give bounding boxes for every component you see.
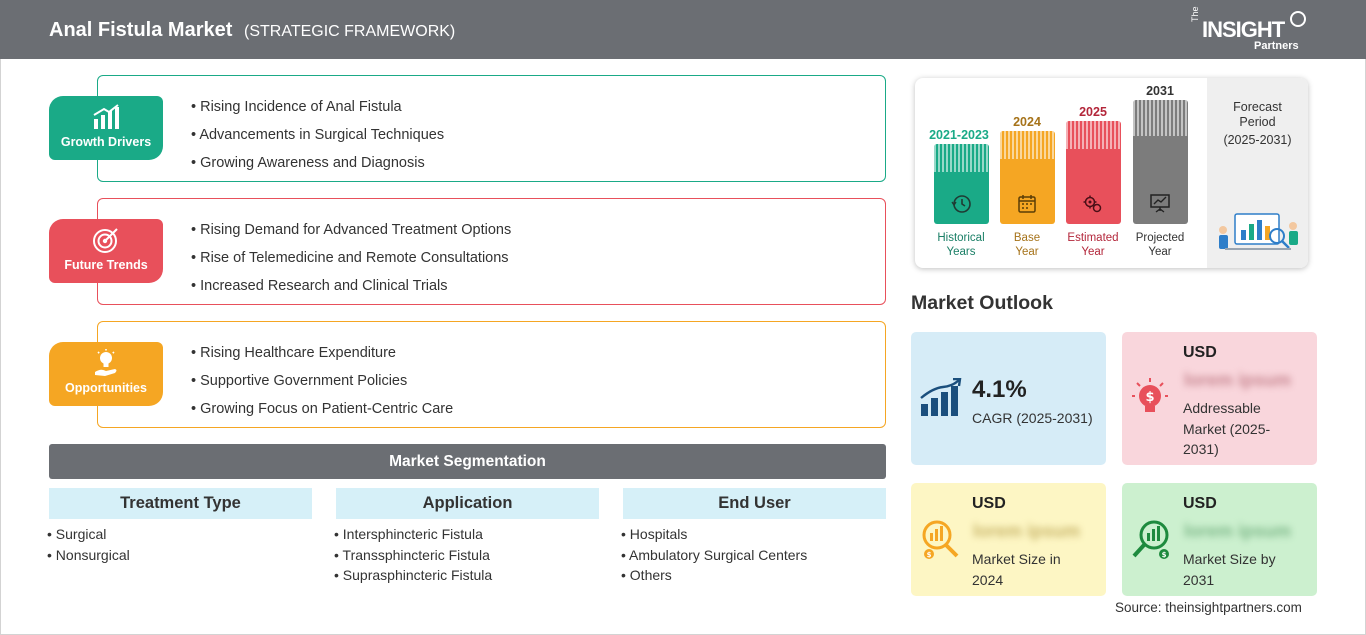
- segment-list-application: Intersphincteric Fistula Transsphincteri…: [334, 524, 493, 586]
- future-trends-badge: Future Trends: [49, 219, 163, 283]
- logo-ring-icon: [1290, 11, 1306, 27]
- segment-list-treatment-type: Surgical Nonsurgical: [47, 524, 130, 565]
- timeline-label-historical-1: Historical: [937, 232, 985, 244]
- timeline-year-historical: 2021-2023: [929, 128, 989, 142]
- list-item: Hospitals: [621, 524, 807, 545]
- header-bar: Anal Fistula Market (STRATEGIC FRAMEWORK…: [0, 0, 1366, 59]
- size-2024-usd: USD: [972, 495, 1006, 512]
- addressable-label: Addressable Market (2025-2031): [1183, 400, 1271, 457]
- size-2031-label: Market Size by 2031: [1183, 551, 1276, 588]
- market-size-2031-card: $ USD lorem ipsum Market Size by 2031: [1122, 483, 1317, 596]
- timeline-label-base-2: Year: [1015, 246, 1039, 258]
- list-item: Growing Awareness and Diagnosis: [191, 149, 444, 177]
- list-item: Rise of Telemedicine and Remote Consulta…: [191, 244, 511, 272]
- timeline-label-projected-1: Projected: [1135, 232, 1185, 244]
- badge-label: Future Trends: [64, 258, 148, 272]
- timeline-year-base: 2024: [1013, 115, 1041, 129]
- list-item: Nonsurgical: [47, 545, 130, 566]
- insight-partners-logo[interactable]: The INSIGHT Partners: [1190, 6, 1310, 53]
- timeline-year-projected: 2031: [1146, 84, 1174, 98]
- list-item: Others: [621, 565, 807, 586]
- calendar-icon: [1018, 195, 1036, 213]
- presentation-board-icon: [1150, 194, 1170, 213]
- growth-drivers-box: Rising Incidence of Anal Fistula Advance…: [97, 75, 886, 182]
- svg-text:$: $: [1145, 390, 1154, 405]
- growth-chart-icon: [920, 378, 962, 416]
- timeline-card: Forecast Period (2025-2031) 2021-2023: [915, 78, 1308, 268]
- cagr-value: 4.1%: [972, 376, 1027, 403]
- timeline-bar-base: [1000, 131, 1055, 224]
- list-item: Rising Healthcare Expenditure: [191, 339, 453, 367]
- target-icon: [93, 228, 118, 253]
- forecast-line-1: Forecast: [1233, 100, 1282, 114]
- magnifier-chart-icon: $: [922, 520, 959, 559]
- badge-label: Growth Drivers: [60, 135, 152, 149]
- history-clock-icon: [951, 195, 971, 213]
- list-item: Transsphincteric Fistula: [334, 545, 492, 566]
- timeline-label-historical-2: Years: [946, 246, 976, 258]
- forecast-period-panel: Forecast Period (2025-2031): [1207, 78, 1308, 268]
- size-2031-usd: USD: [1183, 495, 1217, 512]
- growth-drivers-list: Rising Incidence of Anal Fistula Advance…: [191, 93, 444, 177]
- svg-text:$: $: [927, 551, 932, 559]
- logo-the: The: [1190, 6, 1200, 22]
- market-segmentation-title: Market Segmentation: [49, 444, 886, 479]
- timeline-label-base-1: Base: [1013, 232, 1041, 244]
- addressable-value-redacted: lorem ipsum: [1184, 370, 1292, 390]
- segment-list-end-user: Hospitals Ambulatory Surgical Centers Ot…: [621, 524, 807, 586]
- segment-heading-application: Application: [336, 488, 599, 519]
- segment-heading-end-user: End User: [623, 488, 886, 519]
- addressable-market-card: $ USD lorem ipsum Addressable Market (20…: [1122, 332, 1317, 465]
- segment-heading-treatment-type: Treatment Type: [49, 488, 312, 519]
- badge-label: Opportunities: [65, 381, 147, 395]
- magnifier-chart-icon: $: [1132, 520, 1169, 559]
- size-2024-value-redacted: lorem ipsum: [973, 521, 1081, 541]
- logo-insight: INSIGHT: [1202, 17, 1285, 42]
- cagr-label: CAGR (2025-2031): [972, 410, 1093, 426]
- dollar-lightbulb-icon: $: [1132, 378, 1168, 412]
- timeline-bar-estimated: [1066, 121, 1121, 224]
- list-item: Increased Research and Clinical Trials: [191, 272, 511, 300]
- svg-text:$: $: [1162, 551, 1167, 559]
- timeline-bar-historical: [934, 144, 989, 224]
- list-item: Suprasphincteric Fistula: [334, 565, 492, 586]
- timeline-label-estimated-2: Year: [1081, 246, 1105, 258]
- future-trends-box: Rising Demand for Advanced Treatment Opt…: [97, 198, 886, 305]
- lightbulb-hand-icon: [95, 349, 117, 376]
- market-outlook-title: Market Outlook: [911, 292, 1053, 314]
- addressable-usd: USD: [1183, 344, 1217, 361]
- future-trends-list: Rising Demand for Advanced Treatment Opt…: [191, 216, 511, 300]
- gears-icon: [1083, 195, 1102, 213]
- list-item: Ambulatory Surgical Centers: [621, 545, 807, 566]
- source-text: Source: theinsightpartners.com: [1115, 600, 1302, 615]
- size-2031-value-redacted: lorem ipsum: [1184, 521, 1292, 541]
- growth-chart-icon: [93, 104, 119, 129]
- growth-drivers-badge: Growth Drivers: [49, 96, 163, 160]
- list-item: Supportive Government Policies: [191, 367, 453, 395]
- logo-partners: Partners: [1254, 40, 1299, 52]
- opportunities-list: Rising Healthcare Expenditure Supportive…: [191, 339, 453, 423]
- forecast-line-2: Period: [1239, 115, 1276, 129]
- timeline-bar-projected: [1133, 100, 1188, 224]
- page-subtitle: (STRATEGIC FRAMEWORK): [244, 23, 456, 40]
- opportunities-badge: Opportunities: [49, 342, 163, 406]
- forecast-line-3: (2025-2031): [1223, 133, 1292, 147]
- timeline-year-estimated: 2025: [1079, 105, 1107, 119]
- size-2024-label: Market Size in 2024: [972, 551, 1061, 588]
- list-item: Surgical: [47, 524, 130, 545]
- timeline-label-projected-2: Year: [1148, 246, 1172, 258]
- opportunities-box: Rising Healthcare Expenditure Supportive…: [97, 321, 886, 428]
- list-item: Rising Incidence of Anal Fistula: [191, 93, 444, 121]
- analyst-dashboard-illustration-icon: [1219, 213, 1298, 250]
- cagr-card: 4.1% CAGR (2025-2031): [911, 332, 1106, 465]
- list-item: Growing Focus on Patient-Centric Care: [191, 395, 453, 423]
- list-item: Advancements in Surgical Techniques: [191, 121, 444, 149]
- page-title: Anal Fistula Market: [49, 19, 233, 41]
- market-size-2024-card: $ USD lorem ipsum Market Size in 2024: [911, 483, 1106, 596]
- list-item: Rising Demand for Advanced Treatment Opt…: [191, 216, 511, 244]
- timeline-label-estimated-1: Estimated: [1067, 232, 1119, 244]
- list-item: Intersphincteric Fistula: [334, 524, 492, 545]
